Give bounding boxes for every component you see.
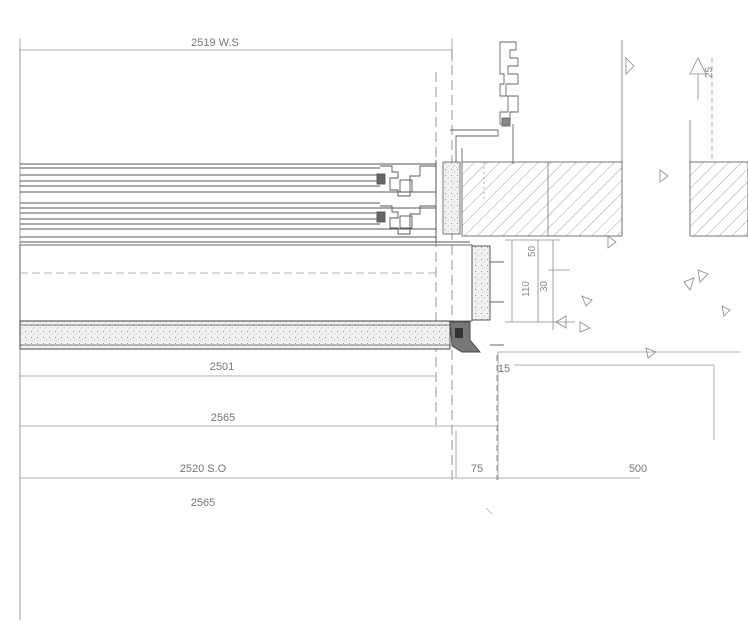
- dimension-so-row: 2520 S.O 75 500: [20, 430, 647, 479]
- upper-right-markers: [625, 57, 707, 100]
- dimension-label-ws: 2519 W.S: [191, 37, 239, 49]
- vertical-label-50: 50: [527, 245, 538, 257]
- vertical-label-110: 110: [521, 281, 532, 297]
- dimension-label-500: 500: [629, 463, 647, 475]
- insulation-strip: [442, 161, 461, 235]
- level-markers: [555, 169, 731, 359]
- lower-right-outline: [497, 351, 740, 480]
- frame-profiles: [376, 160, 437, 242]
- dimension-2501: 2501: [20, 361, 436, 377]
- dimension-label-2565-upper: 2565: [211, 412, 235, 424]
- dimension-label-75: 75: [471, 463, 483, 475]
- wall-section: [461, 40, 748, 237]
- dimension-label-15: 15: [498, 363, 510, 375]
- dimension-ws: 2519 W.S: [19, 37, 453, 62]
- vertical-label-30: 30: [539, 280, 550, 292]
- glazing-lines: [20, 163, 470, 243]
- dimension-label-2565-lower: 2565: [191, 497, 215, 509]
- dimension-label-so: 2520 S.O: [180, 463, 227, 475]
- vertical-dimensions: [505, 239, 575, 330]
- vertical-label-25: 25: [704, 66, 715, 78]
- top-flashing-profile: [450, 41, 519, 164]
- dimension-2565-lower: 2565: [191, 497, 493, 515]
- dimension-label-2501: 2501: [210, 361, 234, 373]
- dimension-2565-upper: 2565: [20, 412, 498, 427]
- floor-slab: [19, 320, 481, 353]
